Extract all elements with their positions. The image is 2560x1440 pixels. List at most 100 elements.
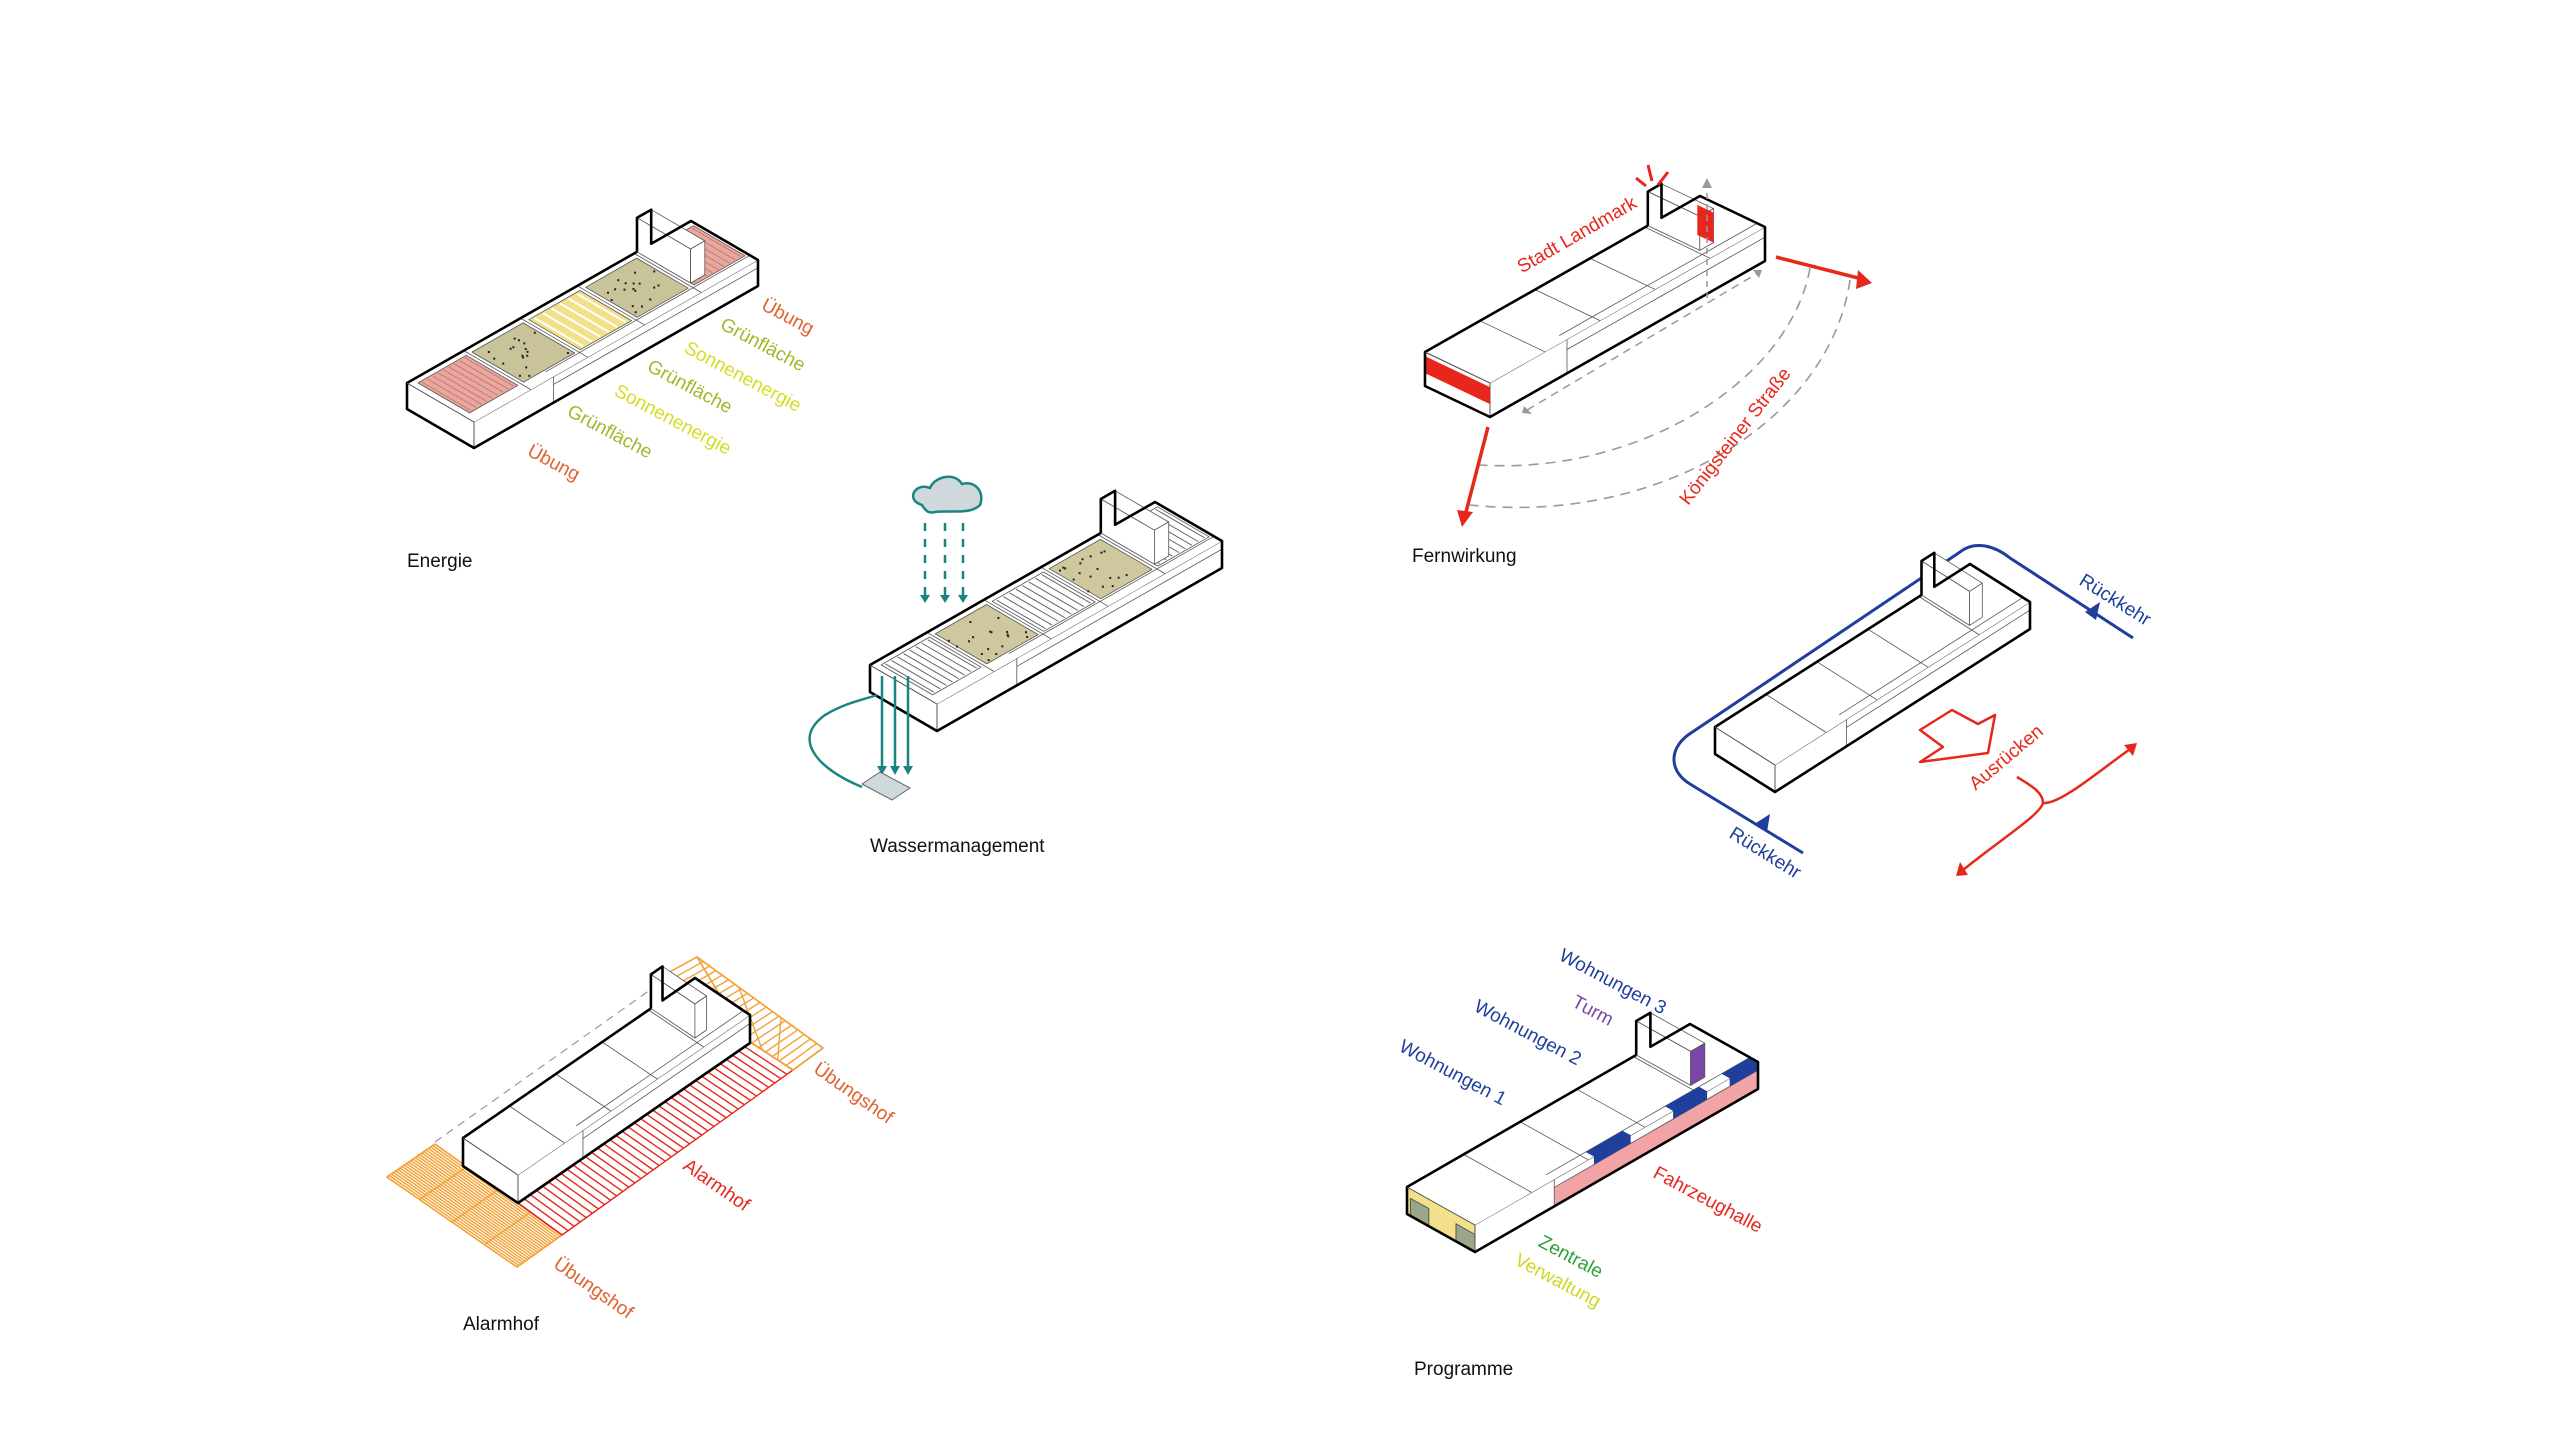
arrow-head	[2124, 743, 2137, 756]
roof-dot	[1072, 578, 1075, 581]
roof-dot	[972, 636, 975, 639]
roof-dot	[1081, 558, 1084, 561]
alarmhof-hatch	[698, 1073, 745, 1106]
roof-dot	[623, 288, 626, 291]
arrow-head	[958, 595, 968, 603]
block-outline	[405, 208, 760, 450]
roof-dot	[502, 362, 505, 365]
roof-stripe	[1015, 588, 1066, 619]
uebungshof-hatch	[430, 1146, 559, 1239]
roof-dot	[1006, 633, 1009, 636]
alarmhof-hatch	[529, 1193, 575, 1227]
roof-dot	[640, 305, 643, 308]
landmark-red-face	[1425, 356, 1490, 405]
arrow-head	[1702, 178, 1712, 188]
roof-stripe	[559, 302, 610, 333]
panel-wassermanagement: Wassermanagement	[808, 475, 1224, 857]
roof-dot	[634, 311, 637, 314]
roof-dot	[1117, 576, 1120, 579]
roof-stripe	[921, 642, 971, 673]
alarmhof-hatch	[680, 1086, 727, 1119]
roof-stripe	[1155, 508, 1205, 539]
alarmhof-hatch	[626, 1125, 672, 1158]
roof-division	[633, 253, 702, 293]
roof-stripe	[1041, 574, 1091, 604]
roof-dot	[1111, 585, 1114, 588]
roof-stripe	[542, 312, 593, 343]
roof-division	[1479, 320, 1546, 353]
roof-dot	[610, 299, 613, 302]
roof-dot	[990, 631, 993, 634]
roof-stripe	[885, 663, 935, 693]
roof-dot	[606, 291, 609, 294]
roof-rim-line	[576, 1010, 744, 1127]
roof-dot	[513, 337, 516, 340]
uebungshof-hatch	[428, 1147, 557, 1240]
alarmhof-hatch	[614, 1133, 660, 1167]
arrow-head	[1856, 270, 1872, 289]
roof-cell	[585, 257, 689, 318]
roof-stripe	[691, 227, 742, 258]
landmark-spark	[1656, 171, 1670, 186]
roof-dot	[614, 288, 617, 291]
roof-cell	[880, 636, 982, 696]
roof-dot	[526, 350, 529, 353]
roof-dot	[634, 289, 637, 292]
landmark-spark	[1646, 164, 1654, 182]
roof-stripe	[1028, 581, 1078, 611]
roof-division	[555, 1073, 612, 1112]
roof-dot	[1007, 635, 1010, 638]
uebungshof-hatch	[397, 1168, 528, 1261]
arrow-head	[890, 766, 900, 775]
alarmhof-hatch	[656, 1103, 703, 1136]
roof-dot	[632, 288, 635, 291]
programme-label: Wohnungen 2	[1471, 996, 1585, 1070]
roof-dot	[521, 354, 524, 357]
roof-division	[1918, 596, 1980, 635]
alarmhof-hatch	[734, 1047, 782, 1080]
roof-dot	[989, 630, 992, 633]
alarmhof-hatch	[674, 1090, 721, 1123]
reuse-loop-line	[808, 693, 878, 789]
uebungshof-hatch	[399, 1167, 530, 1259]
roof-dot	[487, 350, 490, 353]
roof-dot	[1024, 631, 1027, 634]
roof-division	[983, 599, 1052, 640]
landmark-red-strip	[1697, 204, 1714, 243]
alarmhof-hatch	[710, 1065, 757, 1097]
roof-stripe	[996, 599, 1046, 630]
uebungshof-label: Übungshof	[549, 1254, 637, 1324]
tower-end	[1690, 1042, 1706, 1086]
uebungshof-hatch	[785, 1042, 818, 1067]
roof-stripe	[550, 307, 601, 338]
street-arc	[1479, 267, 1811, 467]
roof-stripe	[1009, 592, 1059, 622]
arrow-head	[920, 595, 930, 603]
block-outline	[1713, 551, 2032, 794]
ausruecken-route	[1962, 802, 2045, 871]
view-arrow	[1464, 426, 1490, 513]
facade-line	[553, 267, 759, 385]
block-edge	[1424, 351, 1491, 384]
roof-dot	[1001, 645, 1004, 648]
roof-dot	[617, 279, 620, 282]
roof-cell	[1048, 539, 1153, 600]
alarmhof-hatch	[601, 1142, 648, 1175]
arrow-head	[903, 766, 913, 775]
roof-dot	[1078, 572, 1081, 575]
alarmhof-hatch	[692, 1078, 739, 1110]
wohnungen-strip	[1664, 1086, 1708, 1119]
ausruecken-arrow-icon	[1918, 708, 1997, 764]
roof-stripe	[533, 317, 584, 348]
roof-division	[601, 1041, 658, 1080]
roof-rim-line	[545, 254, 751, 373]
roof-dot	[947, 639, 950, 642]
programme-label: Fahrzeughalle	[1649, 1163, 1765, 1238]
roof-stripe	[927, 639, 977, 669]
uebungshof-hatch	[410, 1159, 540, 1252]
roof-cell	[934, 604, 1039, 665]
rueckkehr-label: Rückkehr	[1725, 823, 1805, 884]
alarmhof-hatch	[577, 1159, 624, 1193]
